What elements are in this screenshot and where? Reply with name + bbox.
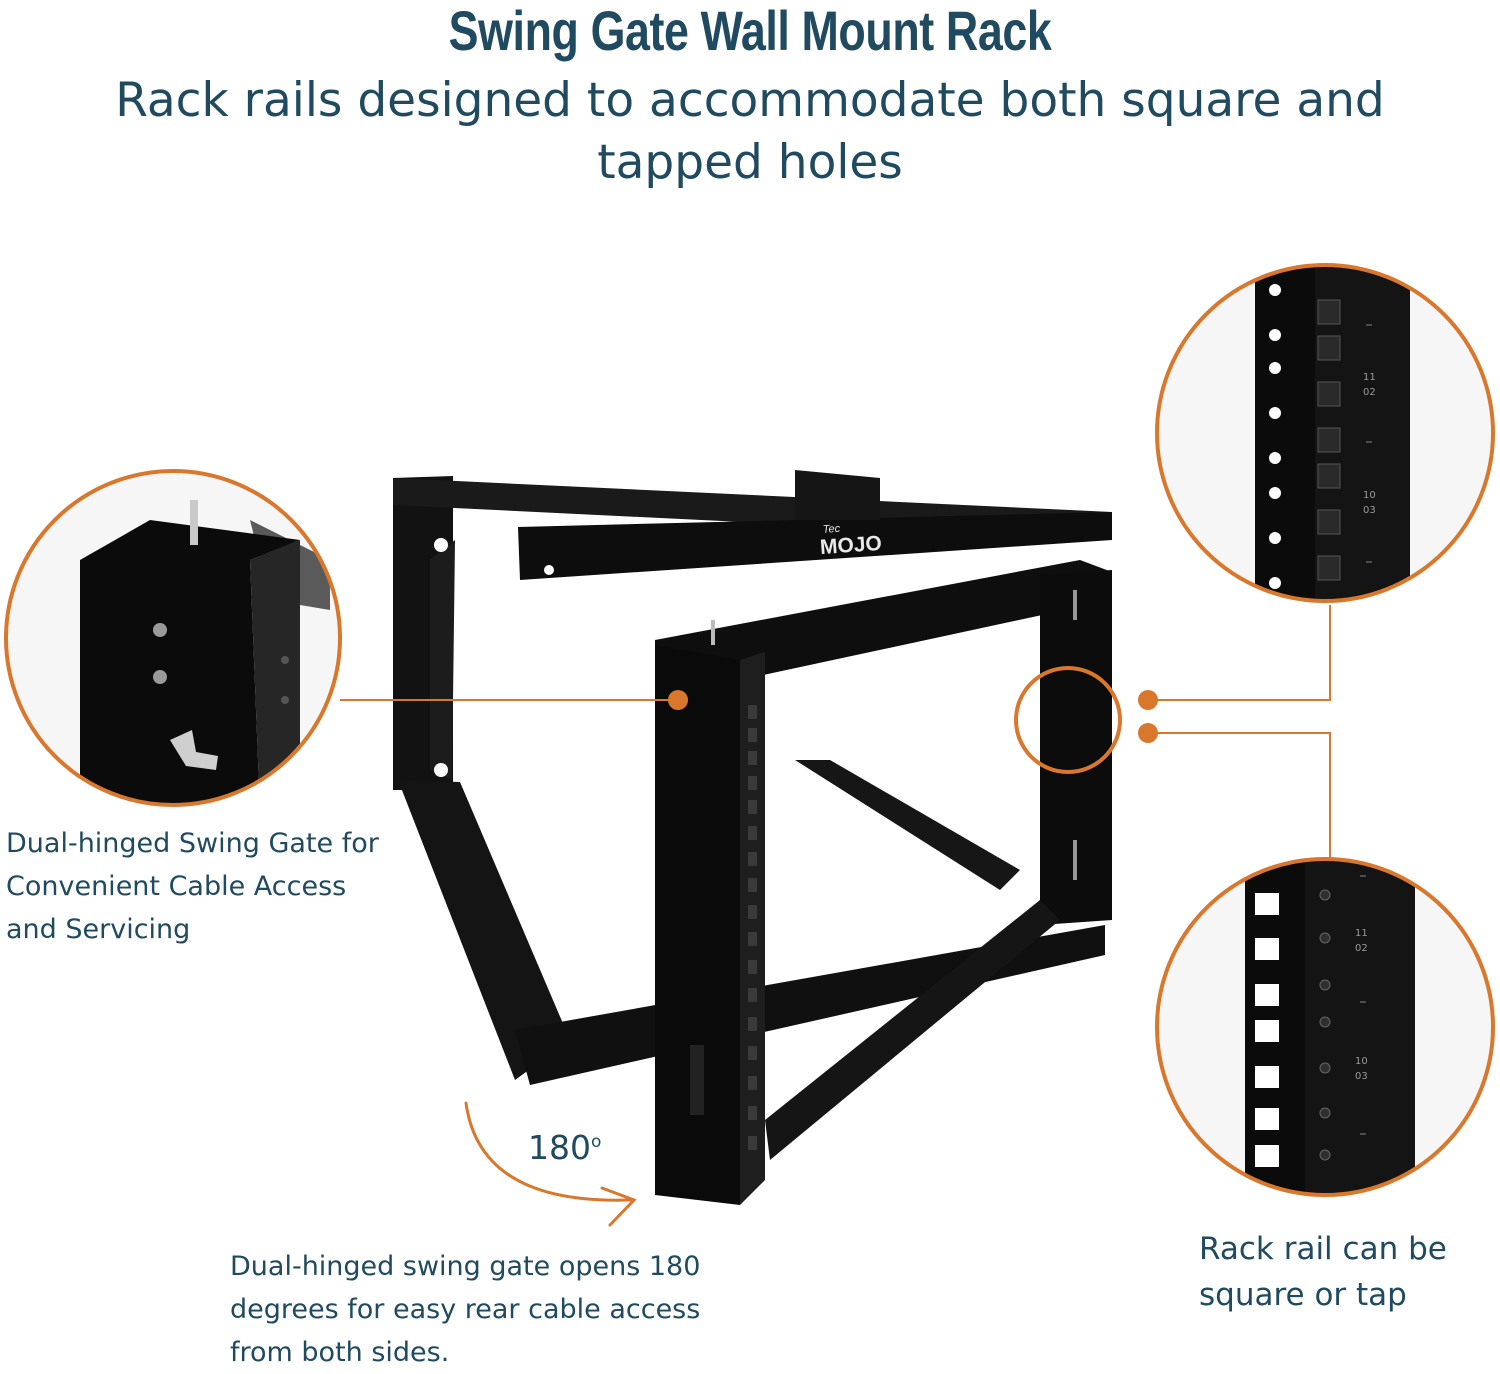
callout-dot-gate	[668, 690, 688, 710]
rail-mark-top-d: 03	[1363, 505, 1376, 516]
callout-dot-rail-bottom	[1138, 723, 1158, 743]
zoom-hinge-detail	[6, 471, 340, 805]
page-subtitle: Rack rails designed to accommodate both …	[115, 73, 1385, 190]
rotation-value: 180	[528, 1128, 591, 1167]
rail-highlight-ring	[1014, 666, 1122, 774]
rail-mark-bottom-b: 02	[1355, 943, 1368, 954]
rotation-unit: o	[591, 1132, 602, 1152]
rail-mark-bottom-c: 10	[1355, 1056, 1368, 1067]
page-title: Swing Gate Wall Mount Rack	[448, 0, 1052, 62]
rotation-arrow-icon	[464, 1101, 637, 1227]
rail-mark-top-b: 02	[1363, 387, 1376, 398]
rack-swing-gate	[655, 560, 1112, 1205]
zoom-rail-detail-top	[1157, 265, 1493, 601]
zoom-ring-rail-top	[1155, 263, 1495, 603]
rail-mark-top-a: 11	[1363, 372, 1376, 383]
rail-mark-bottom-d: 03	[1355, 1071, 1368, 1082]
caption-swing-gate: Dual-hinged Swing Gate for Convenient Ca…	[6, 828, 379, 945]
zoom-rail-detail-bottom	[1157, 859, 1493, 1195]
rotation-degree-label: 180o	[528, 1128, 601, 1167]
callout-lines	[340, 605, 1331, 860]
brand-logo: Tec MOJO	[819, 523, 883, 560]
rail-mark-bottom-a: 11	[1355, 928, 1368, 939]
brand-prefix: Tec	[822, 522, 841, 536]
caption-rotation: Dual-hinged swing gate opens 180 degrees…	[230, 1251, 701, 1368]
brand-name: MOJO	[819, 531, 883, 560]
rail-mark-top-c: 10	[1363, 490, 1376, 501]
caption-rack-rail: Rack rail can be square or tap	[1199, 1231, 1447, 1313]
callout-dot-rail-top	[1138, 690, 1158, 710]
rail-square-holes	[748, 705, 757, 1150]
zoom-ring-rail-bottom	[1155, 857, 1495, 1197]
zoom-ring-hinge	[4, 469, 342, 807]
